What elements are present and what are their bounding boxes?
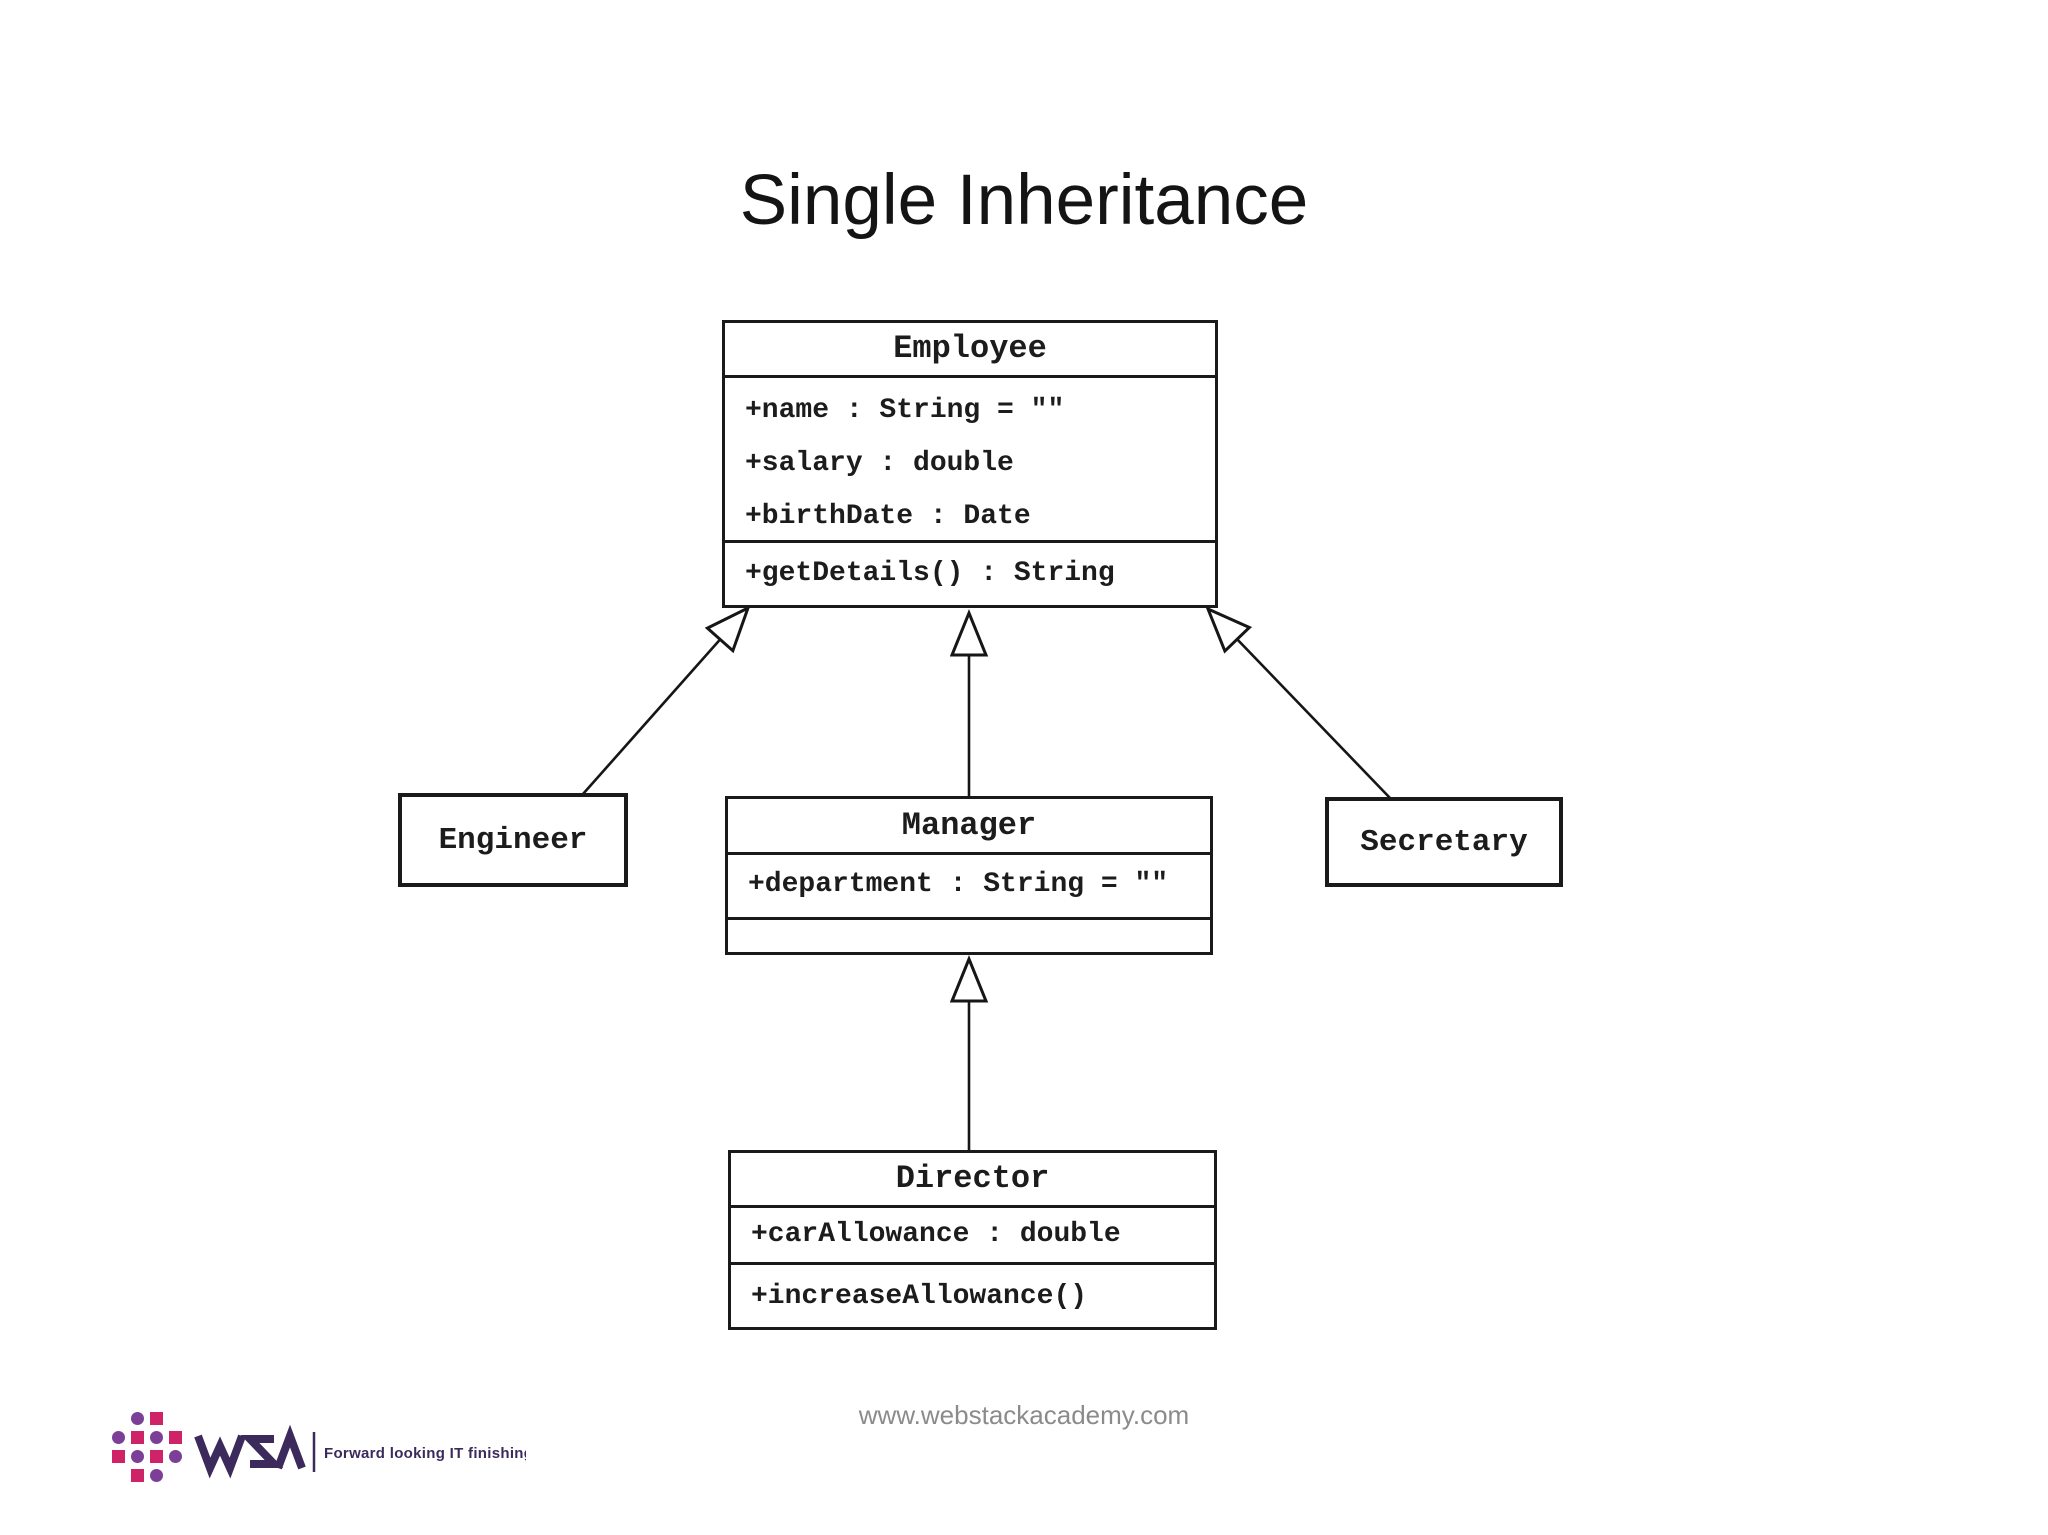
logo-dot: [150, 1450, 163, 1463]
wordmark-letter-w: [194, 1434, 246, 1479]
logo-dot: [131, 1450, 144, 1463]
class-attribute: +carAllowance : double: [751, 1219, 1121, 1250]
wordmark-letter-s: [240, 1435, 284, 1468]
class-attribute: +birthDate : Date: [745, 501, 1031, 532]
logo-dot: [169, 1431, 182, 1444]
class-box-engineer: Engineer: [398, 793, 628, 887]
class-attribute: +name : String = "": [745, 395, 1065, 426]
operations-compartment: +getDetails() : String: [725, 540, 1215, 605]
logo-dot: [169, 1450, 182, 1463]
attributes-compartment: +name : String = "" +salary : double +bi…: [725, 375, 1215, 540]
logo-dot: [131, 1412, 144, 1425]
logo-dot: [131, 1469, 144, 1482]
generalization-secretary-employee: [1208, 609, 1391, 799]
logo-dot: [150, 1469, 163, 1482]
class-name: Employee: [893, 330, 1047, 367]
class-attribute: +salary : double: [745, 448, 1014, 479]
logo-tagline: Forward looking IT finishing school: [324, 1445, 526, 1462]
logo-dot-grid: [112, 1412, 182, 1482]
class-name: Manager: [901, 807, 1037, 844]
generalization-engineer-employee: [582, 608, 748, 795]
wsa-wordmark: [194, 1424, 306, 1479]
class-box-employee: Employee +name : String = "" +salary : d…: [722, 320, 1218, 608]
wsa-logo: Forward looking IT finishing school: [112, 1412, 526, 1482]
class-name: Director: [895, 1160, 1050, 1197]
operations-compartment-empty: [728, 917, 1210, 955]
class-operation: +increaseAllowance(): [751, 1281, 1088, 1312]
logo-dot: [112, 1431, 125, 1444]
logo-dot: [150, 1431, 163, 1444]
class-box-manager: Manager +department : String = "": [725, 796, 1213, 955]
website-url: www.webstackacademy.com: [858, 1400, 1190, 1430]
class-box-director: Director +carAllowance : double +increas…: [728, 1150, 1217, 1330]
class-box-secretary: Secretary: [1325, 797, 1563, 887]
attributes-compartment: +carAllowance : double: [731, 1205, 1214, 1262]
wordmark-letter-a: [274, 1424, 306, 1470]
class-name: Engineer: [438, 822, 588, 858]
operations-compartment: +increaseAllowance(): [731, 1262, 1214, 1330]
class-name: Secretary: [1360, 824, 1528, 860]
logo-dot: [131, 1431, 144, 1444]
logo-dot: [150, 1412, 163, 1425]
slide-title: Single Inheritance: [739, 161, 1309, 240]
class-attribute: +department : String = "": [748, 869, 1169, 900]
logo-dot: [112, 1450, 125, 1463]
class-operation: +getDetails() : String: [745, 558, 1115, 589]
attributes-compartment: +department : String = "": [728, 852, 1210, 917]
